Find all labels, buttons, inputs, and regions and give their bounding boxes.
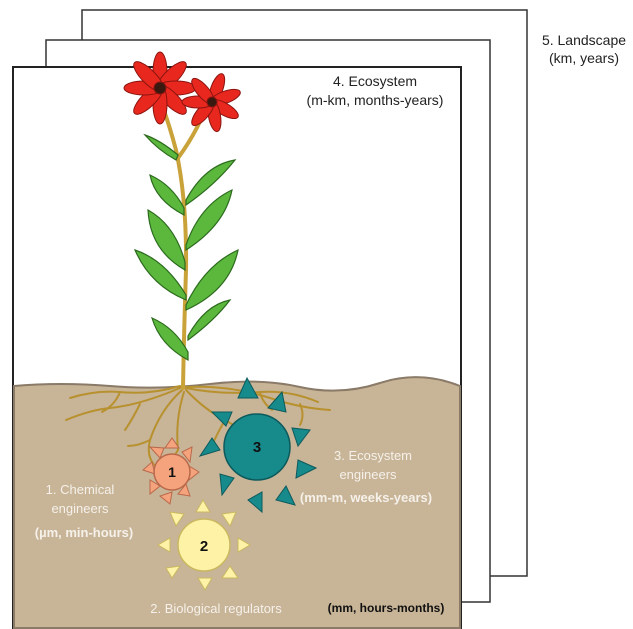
ecosystem-eng-label-line1: 3. Ecosystem <box>334 448 412 463</box>
organism-2-number: 2 <box>200 538 208 555</box>
chemical-label-line2: engineers <box>51 501 109 516</box>
organism-3-number: 3 <box>253 439 261 456</box>
biological-label-line1: 2. Biological regulators <box>150 601 282 616</box>
landscape-label-line2: (km, years) <box>549 50 619 66</box>
biological-label-line2: (mm, hours-months) <box>328 601 445 615</box>
flower-left <box>124 52 196 124</box>
ecosystem-label-line1: 4. Ecosystem <box>333 73 417 89</box>
landscape-label-line1: 5. Landscape <box>542 32 626 48</box>
organism-1-number: 1 <box>168 464 176 480</box>
ecosystem-eng-label-line2: engineers <box>339 467 397 482</box>
chemical-label-line1: 1. Chemical <box>46 482 115 497</box>
ecosystem-eng-label-line3: (mm-m, weeks-years) <box>300 490 432 505</box>
ecosystem-label-line2: (m-km, months-years) <box>307 92 444 108</box>
chemical-label-line3: (µm, min-hours) <box>35 525 133 540</box>
